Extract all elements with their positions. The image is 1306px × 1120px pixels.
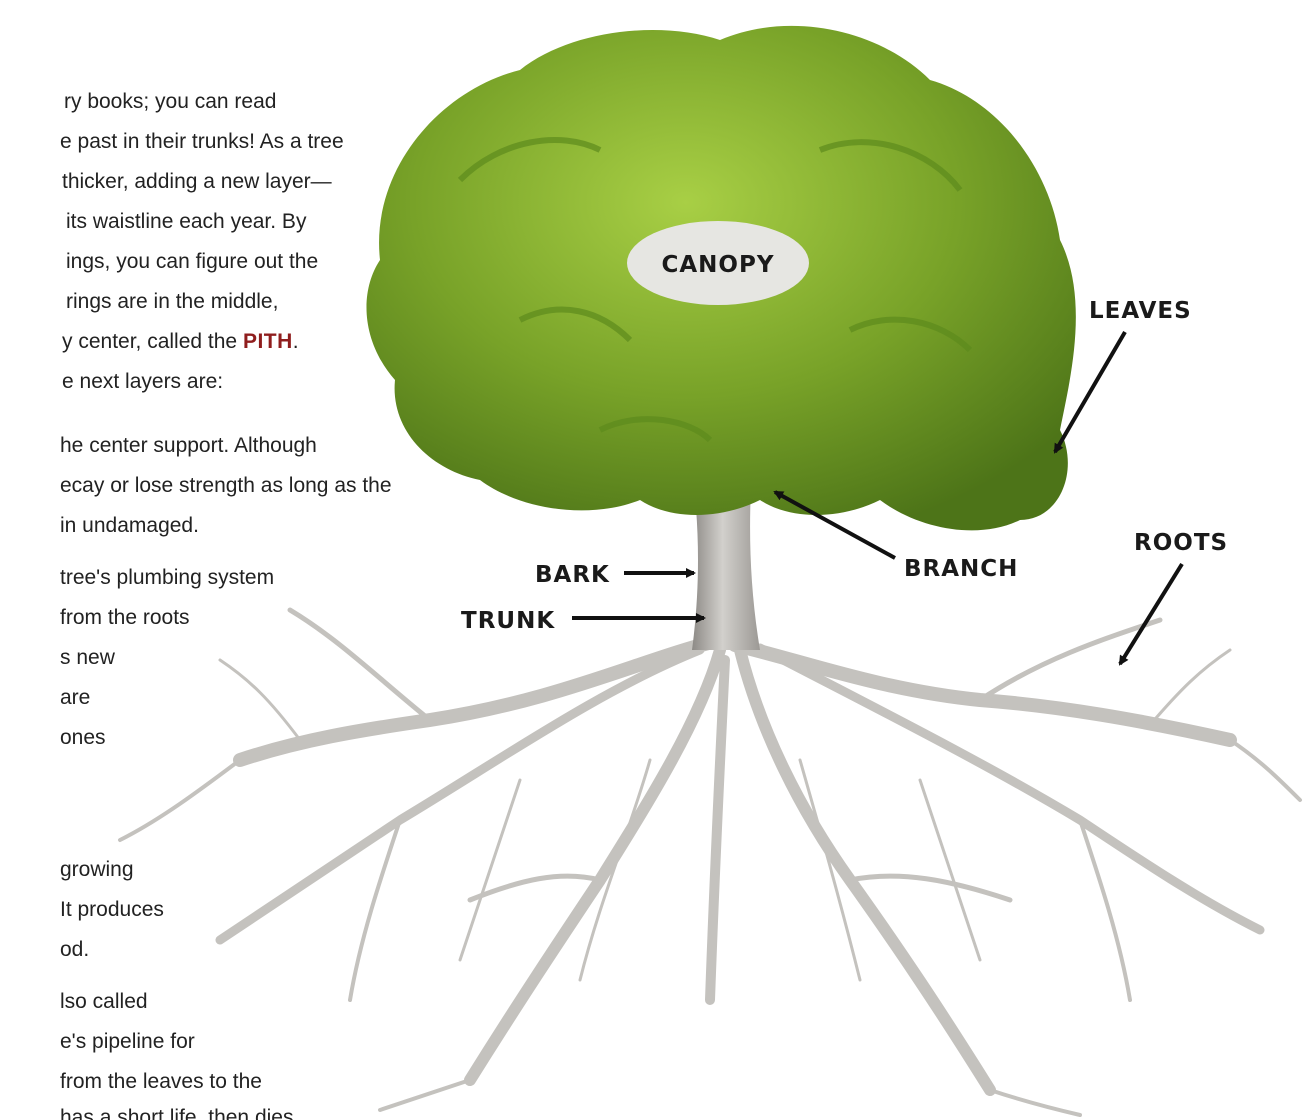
leaves-label: LEAVES xyxy=(1089,298,1192,324)
roots-label: ROOTS xyxy=(1134,530,1228,556)
trunk-label: TRUNK xyxy=(461,608,555,634)
roots-arrow xyxy=(1120,564,1182,664)
branch-label: BRANCH xyxy=(904,556,1018,582)
roots xyxy=(120,610,1300,1115)
canopy-label: CANOPY xyxy=(662,252,775,278)
bark-label: BARK xyxy=(535,562,610,588)
